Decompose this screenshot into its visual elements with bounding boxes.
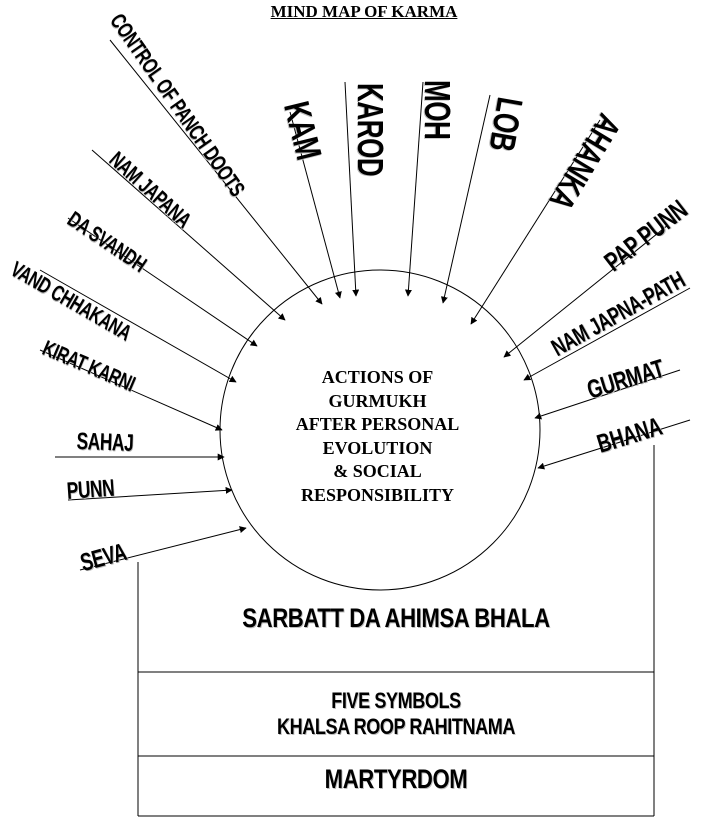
box-five-symbols: FIVE SYMBOLS KHALSA ROOP RAHITNAMA: [184, 688, 607, 740]
box-sarbatt-da-ahimsa-bhala: SARBATT DA AHIMSA BHALA: [242, 603, 550, 633]
arrow-pap-punn: [503, 224, 669, 358]
arrow-vand-chhakana: [39, 269, 237, 383]
box-martyrdom: MARTYRDOM: [324, 764, 468, 794]
box-five-symbols-line-1: FIVE SYMBOLS: [331, 688, 461, 713]
arrow-punn: [67, 486, 233, 501]
arrow-nam-japana: [91, 149, 286, 321]
arrow-karod: [344, 81, 360, 297]
arrow-control-of-panch-doots: [109, 39, 323, 305]
spoke-sahaj: SAHAJ: [76, 428, 134, 457]
center-label: ACTIONS OF GURMUKH AFTER PERSONAL EVOLUT…: [255, 366, 500, 507]
arrow-bhana: [537, 419, 691, 470]
center-line-4: EVOLUTION: [322, 437, 433, 458]
arrow-nam-japna-path: [523, 287, 691, 381]
center-line-2: GURMUKH: [328, 390, 427, 411]
arrow-ahanka: [470, 119, 601, 325]
center-line-5: & SOCIAL: [333, 461, 422, 481]
spoke-karod: KAROD: [350, 83, 391, 177]
arrow-kirat-karni: [39, 349, 223, 431]
center-line-1: ACTIONS OF: [321, 367, 434, 387]
arrow-moh: [404, 81, 424, 297]
center-line-6: RESPONSIBILITY: [300, 484, 455, 505]
spoke-moh: MOH: [417, 80, 458, 140]
arrow-gurmat: [534, 369, 681, 420]
center-line-3: AFTER PERSONAL: [295, 414, 460, 434]
diagram-title: MIND MAP OF KARMA: [270, 2, 458, 21]
arrow-kam: [289, 111, 342, 299]
arrow-lob: [440, 94, 491, 304]
arrow-da-svandh: [67, 217, 258, 347]
spoke-lob: LOB: [481, 94, 531, 155]
box-five-symbols-line-2: KHALSA ROOP RAHITNAMA: [277, 714, 515, 739]
arrow-seva: [79, 526, 247, 571]
spoke-punn: PUNN: [65, 474, 116, 505]
